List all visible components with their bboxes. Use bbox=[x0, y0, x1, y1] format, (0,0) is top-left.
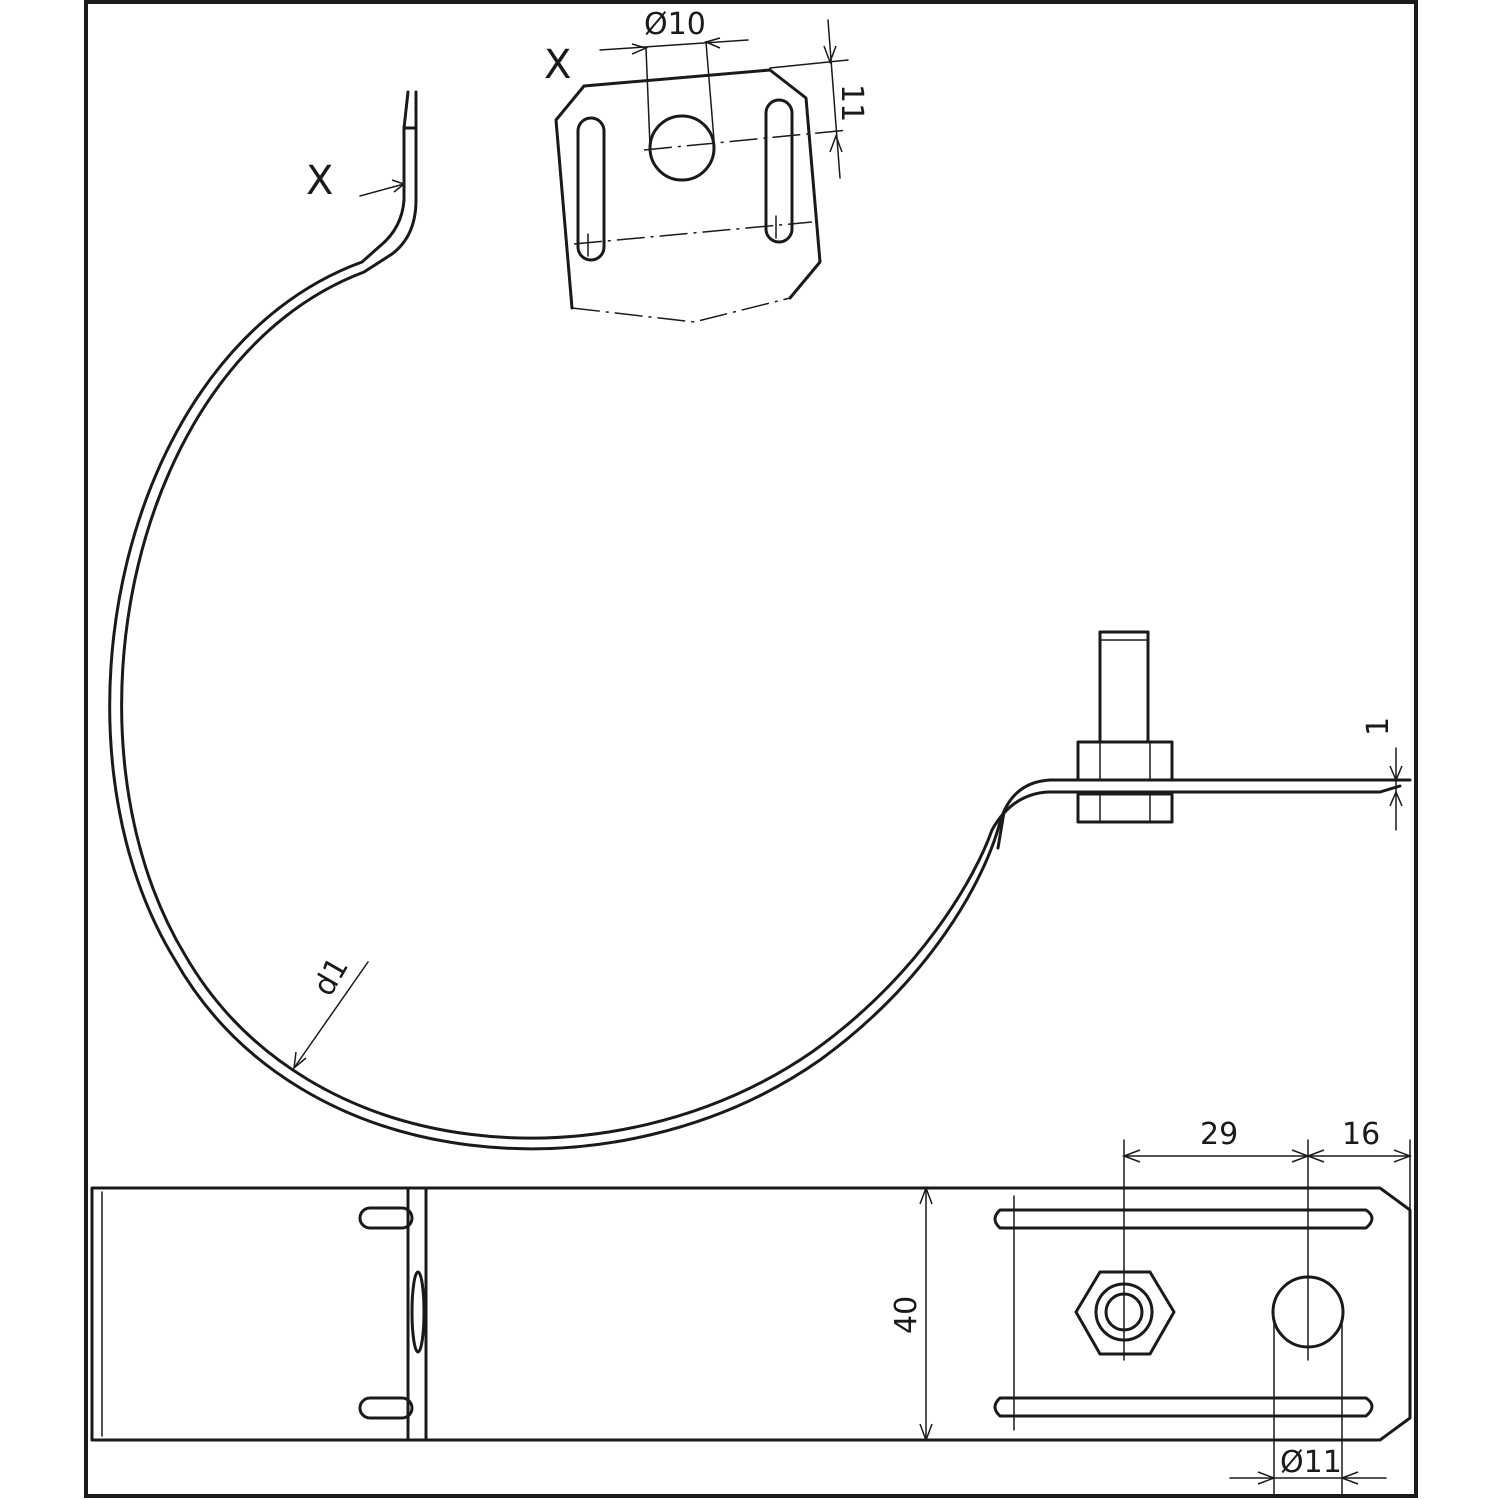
dim-end-label: 16 bbox=[1342, 1117, 1380, 1152]
detail-plate-outline bbox=[554, 68, 822, 310]
band-tick bbox=[996, 810, 1006, 850]
dim-diameter-leader bbox=[293, 961, 369, 1069]
dim-width-arrow-bottom bbox=[919, 1423, 933, 1443]
dim-hole-line bbox=[599, 39, 749, 51]
detail-marker-leader bbox=[359, 183, 405, 197]
dim-diameter: d1 bbox=[293, 951, 369, 1070]
plan-nut-hex bbox=[1074, 1270, 1176, 1356]
dim-hole-ext-left bbox=[645, 47, 651, 147]
bolt-stud bbox=[1098, 630, 1150, 744]
dim-hole-plan-arrow-left bbox=[1257, 1471, 1277, 1485]
dim-thickness-label: 1 bbox=[1361, 717, 1396, 736]
dim-edge-label: 11 bbox=[834, 84, 869, 122]
dim-hole-plan: Ø11 bbox=[1229, 1317, 1387, 1497]
dim-thickness: 1 bbox=[1361, 717, 1403, 831]
nut-bottom bbox=[1076, 792, 1174, 824]
plan-fold-hole bbox=[410, 1270, 426, 1354]
dim-hole-arrow-left bbox=[631, 43, 649, 55]
plan-fold-strip bbox=[406, 1186, 428, 1442]
detail-slot-left bbox=[576, 116, 606, 262]
dim-hole-ext-right bbox=[705, 41, 715, 141]
band-outer-line bbox=[108, 90, 1412, 1151]
dim-edge-ext-top bbox=[769, 59, 849, 69]
dim-hole-plan-arrow-right bbox=[1339, 1471, 1359, 1485]
bolt-assembly-side bbox=[1076, 630, 1174, 824]
dim-hole-plan-label: Ø11 bbox=[1280, 1445, 1342, 1480]
dim-thickness-arrow-top bbox=[1389, 765, 1403, 782]
nut-top bbox=[1076, 740, 1174, 782]
drawing-frame bbox=[84, 0, 1418, 1498]
dim-edge-line bbox=[827, 19, 841, 179]
plan-slot-bottom bbox=[993, 1396, 1374, 1418]
dim-diameter-arrow bbox=[293, 1051, 307, 1070]
detail-slot-centerline bbox=[573, 221, 813, 245]
dim-diameter-label: d1 bbox=[307, 951, 356, 1002]
dim-hole-label: Ø10 bbox=[644, 7, 706, 42]
band-inner-line bbox=[120, 90, 1402, 1140]
detail-title: X bbox=[544, 42, 571, 88]
detail-x-view: X Ø10 11 bbox=[544, 7, 869, 323]
dim-edge-arrow-bottom bbox=[829, 133, 843, 153]
plan-tab-bottom bbox=[358, 1396, 414, 1420]
dim-edge-arrow-top bbox=[823, 45, 837, 65]
dim-width: 40 bbox=[889, 1185, 933, 1443]
dim-thickness-arrow-bottom bbox=[1389, 790, 1403, 807]
clamp-band-side-view bbox=[108, 90, 1412, 1151]
detail-marker: X bbox=[306, 158, 406, 204]
detail-marker-arrow bbox=[391, 179, 406, 193]
dim-hole-arrow-right bbox=[703, 37, 721, 49]
detail-hole-centerline bbox=[643, 129, 849, 151]
dim-spacing: 29 16 bbox=[1121, 1117, 1413, 1361]
dim-width-label: 40 bbox=[889, 1296, 924, 1334]
dim-spacing-label: 29 bbox=[1200, 1117, 1238, 1152]
detail-slot-right bbox=[764, 98, 794, 244]
dim-width-arrow-top bbox=[919, 1185, 933, 1205]
detail-plate-break bbox=[571, 297, 791, 323]
dim-spacing-arrow-a bbox=[1121, 1149, 1141, 1163]
dim-spacing-arrow-c bbox=[1305, 1149, 1325, 1163]
plan-view bbox=[90, 1186, 1412, 1442]
plan-tab-top bbox=[358, 1206, 414, 1230]
dim-spacing-arrow-d bbox=[1393, 1149, 1413, 1163]
detail-marker-label: X bbox=[306, 158, 333, 204]
detail-hole bbox=[648, 114, 716, 182]
plan-slot-top bbox=[993, 1208, 1374, 1230]
plan-strip-outline bbox=[90, 1186, 1412, 1442]
